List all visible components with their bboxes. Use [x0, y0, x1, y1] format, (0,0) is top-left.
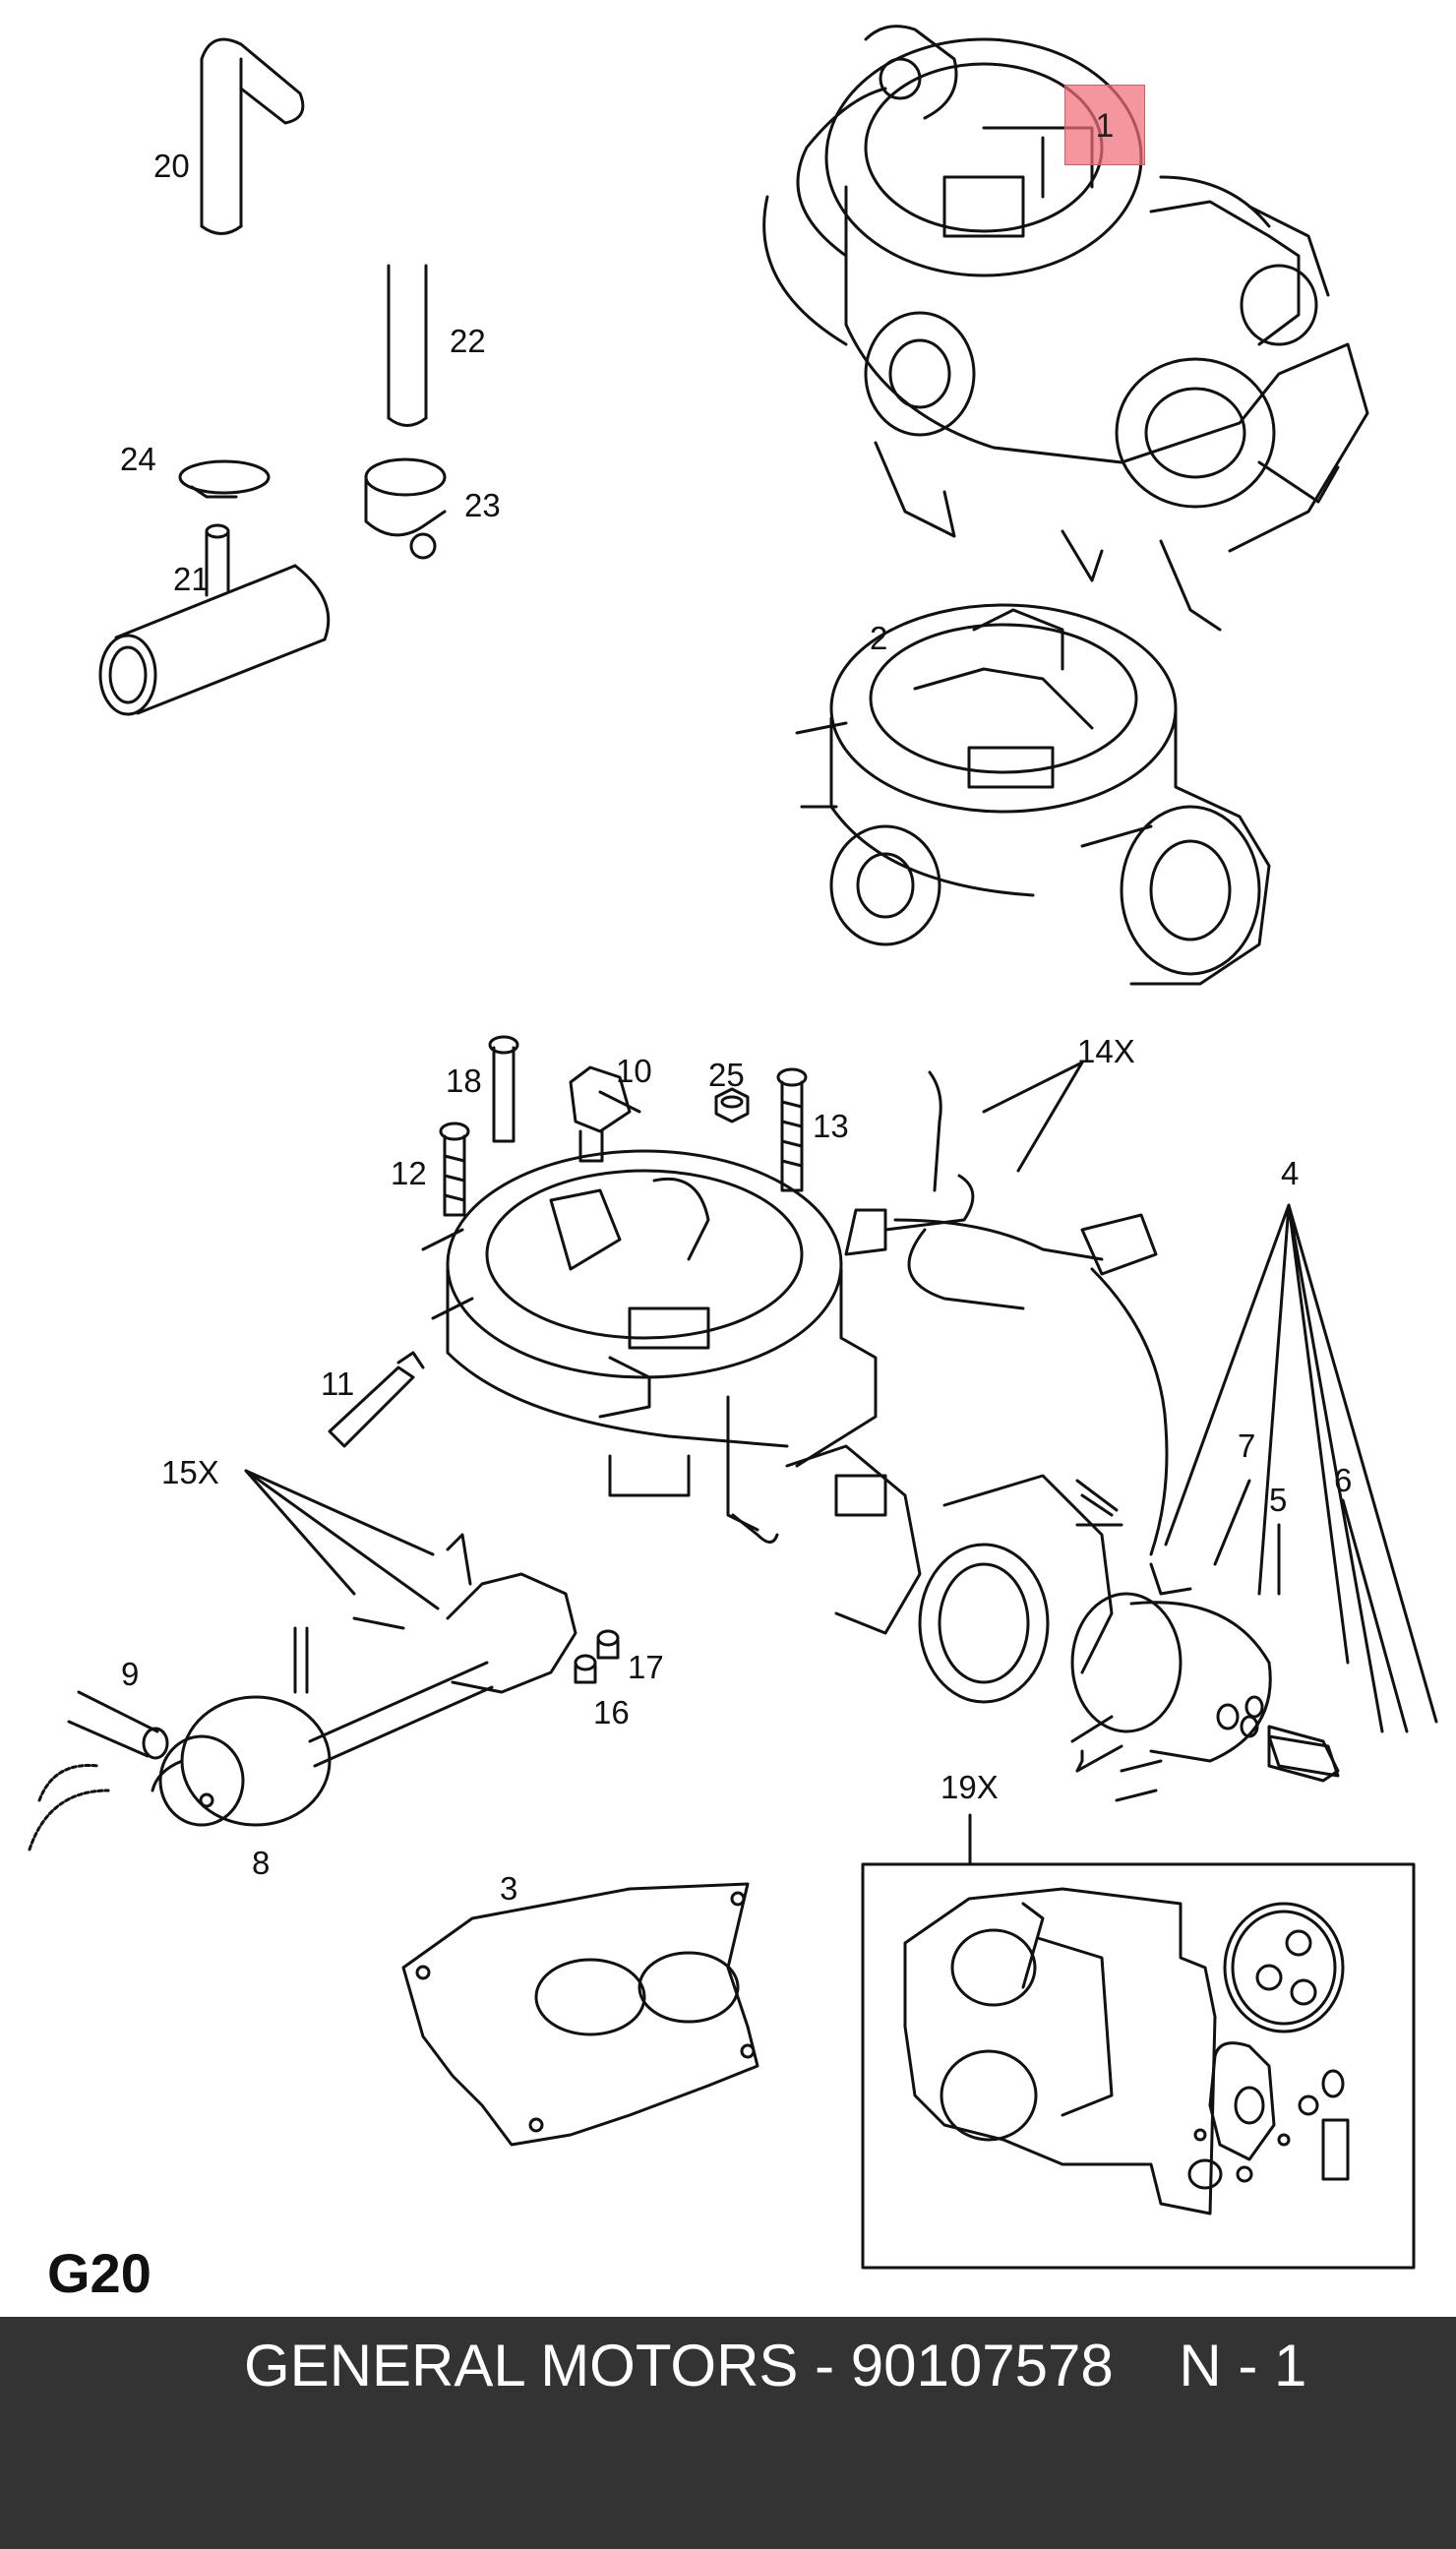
callout-25: 25	[708, 1057, 745, 1093]
callout-22: 22	[450, 323, 486, 359]
callout-5: 5	[1269, 1482, 1288, 1518]
callout-15x: 15X	[161, 1454, 219, 1490]
callout-3: 3	[500, 1870, 518, 1907]
exploded-parts-diagram	[28, 25, 1438, 2270]
choke-housing	[785, 1444, 1340, 1802]
callout-21: 21	[173, 561, 210, 597]
pump-15x	[293, 1533, 577, 1694]
callout-19x: 19X	[940, 1769, 999, 1805]
callout-11: 11	[321, 1366, 355, 1402]
callout-20: 20	[153, 148, 190, 184]
callout-1: 1	[1095, 107, 1115, 145]
valve-10	[569, 1065, 641, 1163]
screw-12	[439, 1122, 470, 1217]
hose-9	[28, 1690, 169, 1851]
leader-lines-4	[1164, 1203, 1438, 1733]
t-pipe-21	[98, 523, 331, 716]
callout-17: 17	[628, 1649, 664, 1685]
clamp-24	[178, 459, 271, 499]
plug-17	[596, 1629, 620, 1660]
leader-lines-15x	[244, 1469, 440, 1610]
callout-14x: 14X	[1077, 1033, 1135, 1069]
callout-6: 6	[1334, 1462, 1353, 1498]
callout-18: 18	[446, 1062, 482, 1099]
callout-10: 10	[616, 1053, 652, 1089]
callout-7: 7	[1238, 1427, 1256, 1464]
callout-2: 2	[870, 620, 888, 656]
footer-bar	[0, 2317, 1456, 2549]
carburettor-body-main	[421, 1149, 878, 1544]
hose-22	[387, 264, 428, 427]
hose-20	[200, 37, 305, 235]
bolt-6	[1267, 1734, 1340, 1778]
callout-23: 23	[464, 487, 501, 523]
diaphragm-8	[151, 1661, 494, 1827]
clamp-23	[364, 457, 447, 560]
sheet-code: G20	[47, 2242, 152, 2304]
gasket-kit-19x	[861, 1813, 1416, 2270]
plug-16	[574, 1654, 597, 1684]
screw-13	[776, 1067, 808, 1192]
callout-16: 16	[593, 1694, 630, 1730]
jet-11	[328, 1351, 425, 1448]
callout-4: 4	[1281, 1155, 1300, 1191]
wiring-14x	[844, 1070, 1169, 1556]
callout-13: 13	[813, 1108, 849, 1144]
leader-lines-14x	[982, 1061, 1084, 1173]
leader-line-6	[1341, 1498, 1409, 1733]
highlight-part-1: 1	[1064, 85, 1145, 165]
footer-text: GENERAL MOTORS - 90107578 N - 1	[244, 2333, 1307, 2398]
callout-9: 9	[121, 1656, 140, 1692]
nut-25	[714, 1087, 750, 1123]
callout-8: 8	[252, 1845, 271, 1881]
callout-12: 12	[391, 1155, 427, 1191]
screw-18	[488, 1035, 519, 1143]
callout-24: 24	[120, 441, 156, 477]
carburettor-upper-2	[795, 603, 1271, 986]
gasket-3	[401, 1882, 759, 2147]
leader-line-7	[1213, 1479, 1251, 1566]
